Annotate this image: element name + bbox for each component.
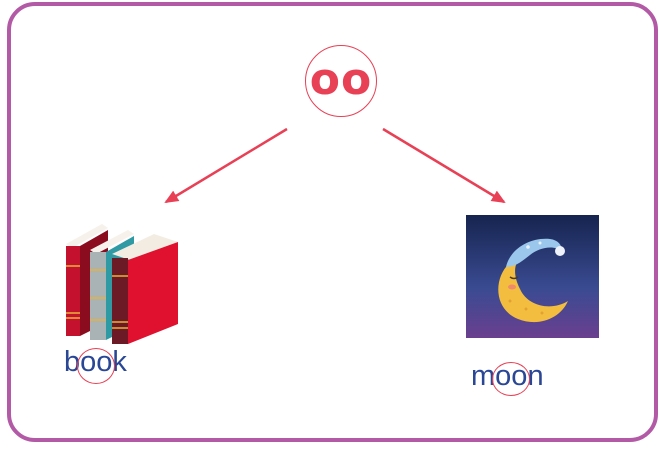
word-prefix: b — [64, 346, 81, 378]
highlight-circle — [77, 348, 116, 384]
center-label: oo — [309, 53, 373, 105]
sleeping-moon-icon — [466, 215, 599, 338]
highlight-circle — [492, 362, 531, 396]
center-label-circle: oo — [305, 45, 377, 117]
word-highlight: oo — [77, 346, 116, 384]
arrow-left — [164, 127, 288, 204]
word-highlight: oo — [492, 360, 531, 396]
arrow-right — [382, 127, 506, 204]
word-prefix: m — [471, 360, 496, 392]
books-icon — [66, 224, 178, 344]
word-suffix: n — [527, 360, 544, 392]
word-suffix: k — [112, 346, 127, 378]
